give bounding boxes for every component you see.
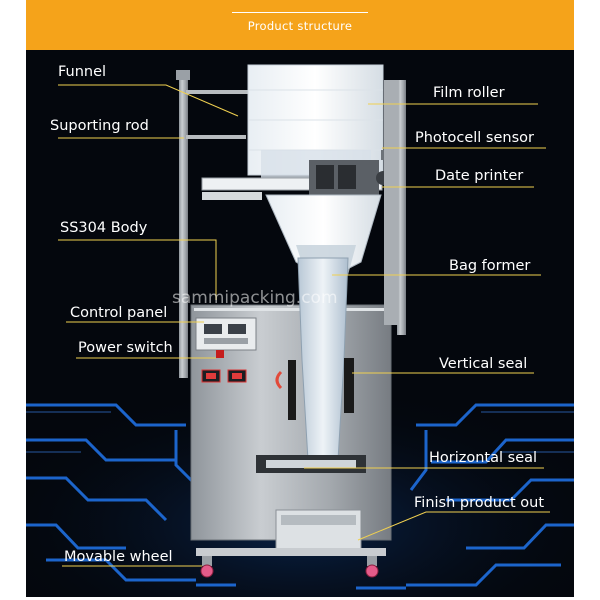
leader-finish-product [357, 511, 550, 541]
label-photocell-sensor: Photocell sensor [415, 130, 534, 146]
page-title: Product structure [247, 19, 353, 33]
label-ss304-body: SS304 Body [60, 220, 148, 236]
control-panel-box [195, 317, 257, 383]
support-frame [176, 70, 406, 378]
wheels [200, 556, 379, 578]
machine-illustration [26, 64, 574, 597]
watermark: sammipacking.com [172, 288, 338, 308]
horizontal-seal-jaw [256, 455, 366, 473]
product-chute [196, 509, 386, 556]
label-vertical-seal: Vertical seal [439, 356, 528, 372]
label-horizontal-seal: Horizontal seal [429, 450, 538, 466]
diagram-frame: Product structure sammipacking.com Funne… [26, 0, 574, 597]
header-banner: Product structure [26, 0, 574, 50]
film-roll [247, 64, 384, 180]
label-finish-product-out: Finish product out [414, 495, 545, 511]
label-power-switch: Power switch [78, 340, 173, 356]
header-underline [232, 12, 368, 13]
label-date-printer: Date printer [435, 168, 524, 184]
label-bag-former: Bag former [449, 258, 531, 274]
date-printer-arm [201, 150, 391, 200]
label-supporting-rod: Suporting rod [50, 118, 149, 134]
label-movable-wheel: Movable wheel [64, 549, 173, 565]
label-film-roller: Film roller [433, 85, 505, 101]
label-funnel: Funnel [58, 64, 107, 80]
label-control-panel: Control panel [70, 305, 168, 321]
leader-lines [58, 84, 550, 567]
leader-ss304-body [58, 239, 217, 300]
leader-funnel [58, 84, 239, 117]
